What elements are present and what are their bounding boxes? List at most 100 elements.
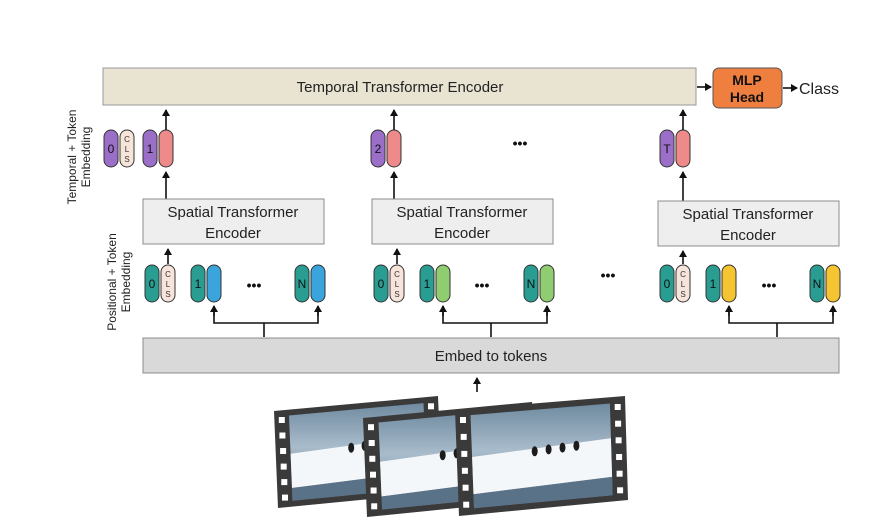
temporal-token-1: 1 [142, 129, 174, 168]
spatial-transformer-encoder: Spatial Transformer Encoder [657, 200, 840, 247]
embed-to-tokens: Embed to tokens [142, 337, 840, 374]
spatial-token-cls: 0 C L S [373, 264, 405, 303]
spatial-token-1: 1 [705, 264, 737, 303]
spatial-token-n: N [294, 264, 326, 303]
sprocket-hole [461, 467, 468, 474]
temporal-embedding-label-line2: Embedding [79, 127, 93, 188]
cls-letter: L [166, 280, 171, 289]
sprocket-hole [617, 487, 624, 494]
sprocket-hole [370, 487, 377, 494]
spatial-token-index: N [813, 277, 822, 291]
spatial-encoder-label-line1: Spatial Transformer [397, 204, 528, 221]
spatial-token-index: 1 [195, 277, 202, 291]
spatial-ellipsis: ••• [475, 277, 490, 293]
temporal-token-t: T [659, 129, 691, 168]
sprocket-hole [615, 437, 622, 444]
sprocket-hole [280, 448, 287, 454]
mlp-head-label-line1: MLP [732, 72, 762, 88]
mlp-head-label-line2: Head [730, 89, 764, 105]
sprocket-hole [368, 424, 374, 431]
embed-label: Embed to tokens [435, 348, 548, 365]
spatial-ellipsis: ••• [762, 277, 777, 293]
spatial-token-index: 0 [149, 277, 156, 291]
cls-letter: L [681, 280, 686, 289]
penguin [545, 444, 552, 455]
penguin [531, 446, 538, 457]
spatial-encoder-label-line1: Spatial Transformer [683, 206, 814, 223]
positional-embedding-label-line2: Embedding [119, 252, 133, 313]
spatial-encoder-label-line2: Encoder [434, 225, 490, 242]
temporal-encoder-label: Temporal Transformer Encoder [297, 79, 504, 96]
sprocket-hole [281, 479, 288, 486]
penguin [439, 450, 446, 461]
spatial-transformer-encoder: Spatial Transformer Encoder [371, 198, 554, 245]
cls-letter: C [124, 135, 130, 144]
sprocket-hole [370, 471, 376, 478]
temporal-transformer-encoder: Temporal Transformer Encoder [102, 67, 697, 106]
cls-letter: L [125, 145, 130, 154]
penguin [559, 442, 566, 453]
penguin [573, 440, 580, 451]
spatial-token-cls: 0 C L S [659, 264, 691, 303]
spatial-transformer-encoder: Spatial Transformer Encoder [142, 198, 325, 245]
frames-ellipsis: ••• [601, 267, 616, 283]
spatial-token-1: 1 [190, 264, 222, 303]
temporal-token-index: 2 [375, 142, 382, 156]
temporal-token-index: 1 [147, 142, 154, 156]
spatial-encoder-label-line1: Spatial Transformer [168, 204, 299, 221]
video-frame [455, 396, 628, 516]
cls-letter: S [394, 290, 399, 299]
spatial-token-n: N [809, 264, 841, 303]
spatial-token-index: N [527, 277, 536, 291]
water [473, 476, 613, 509]
spatial-token-index: 0 [664, 277, 671, 291]
sprocket-hole [616, 470, 623, 477]
sprocket-hole [460, 417, 466, 423]
sprocket-hole [279, 432, 286, 439]
spatial-token-n: N [523, 264, 555, 303]
sprocket-hole [461, 450, 468, 457]
spatial-encoder-label-line2: Encoder [205, 225, 261, 242]
sprocket-hole [462, 484, 469, 491]
cls-letter: L [395, 280, 400, 289]
spatial-token-group: 0 C L S 1 ••• N [373, 264, 555, 303]
sprocket-hole [371, 503, 378, 510]
sprocket-hole [460, 433, 467, 440]
temporal-embedding-label-line1: Temporal + Token [65, 110, 79, 205]
sprocket-hole [278, 417, 285, 423]
sprocket-hole [616, 454, 623, 460]
spatial-token-index: 1 [710, 277, 717, 291]
positional-embedding-label-line1: Positional + Token [105, 233, 119, 331]
iceberg [472, 438, 613, 495]
temporal-token-index: 0 [108, 142, 115, 156]
cls-letter: C [165, 270, 171, 279]
cls-letter: S [124, 155, 129, 164]
temporal-token-index: T [663, 142, 671, 156]
video-frames [274, 396, 628, 517]
temporal-ellipsis: ••• [513, 135, 528, 151]
class-output-label: Class [799, 81, 839, 98]
token-connector [728, 306, 834, 337]
sprocket-hole [280, 463, 287, 470]
spatial-encoder-label-line2: Encoder [720, 227, 776, 244]
cls-letter: C [680, 270, 686, 279]
penguin [348, 442, 355, 453]
temporal-token-cls: 0 C L S [103, 129, 135, 168]
sprocket-hole [368, 440, 375, 446]
sprocket-hole [428, 403, 434, 410]
sprocket-hole [614, 404, 621, 410]
cls-letter: S [165, 290, 170, 299]
mlp-head: MLP Head [712, 67, 783, 109]
spatial-token-cls: 0 C L S [144, 264, 176, 303]
spatial-token-group: 0 C L S 1 ••• N [144, 264, 326, 303]
spatial-ellipsis: ••• [247, 277, 262, 293]
spatial-token-index: 1 [424, 277, 431, 291]
spatial-token-1: 1 [419, 264, 451, 303]
cls-letter: C [394, 270, 400, 279]
token-connector [442, 306, 548, 337]
token-connector [213, 306, 319, 337]
spatial-token-group: 0 C L S 1 ••• N [659, 264, 841, 303]
sprocket-hole [615, 420, 622, 427]
sprocket-hole [463, 501, 470, 508]
